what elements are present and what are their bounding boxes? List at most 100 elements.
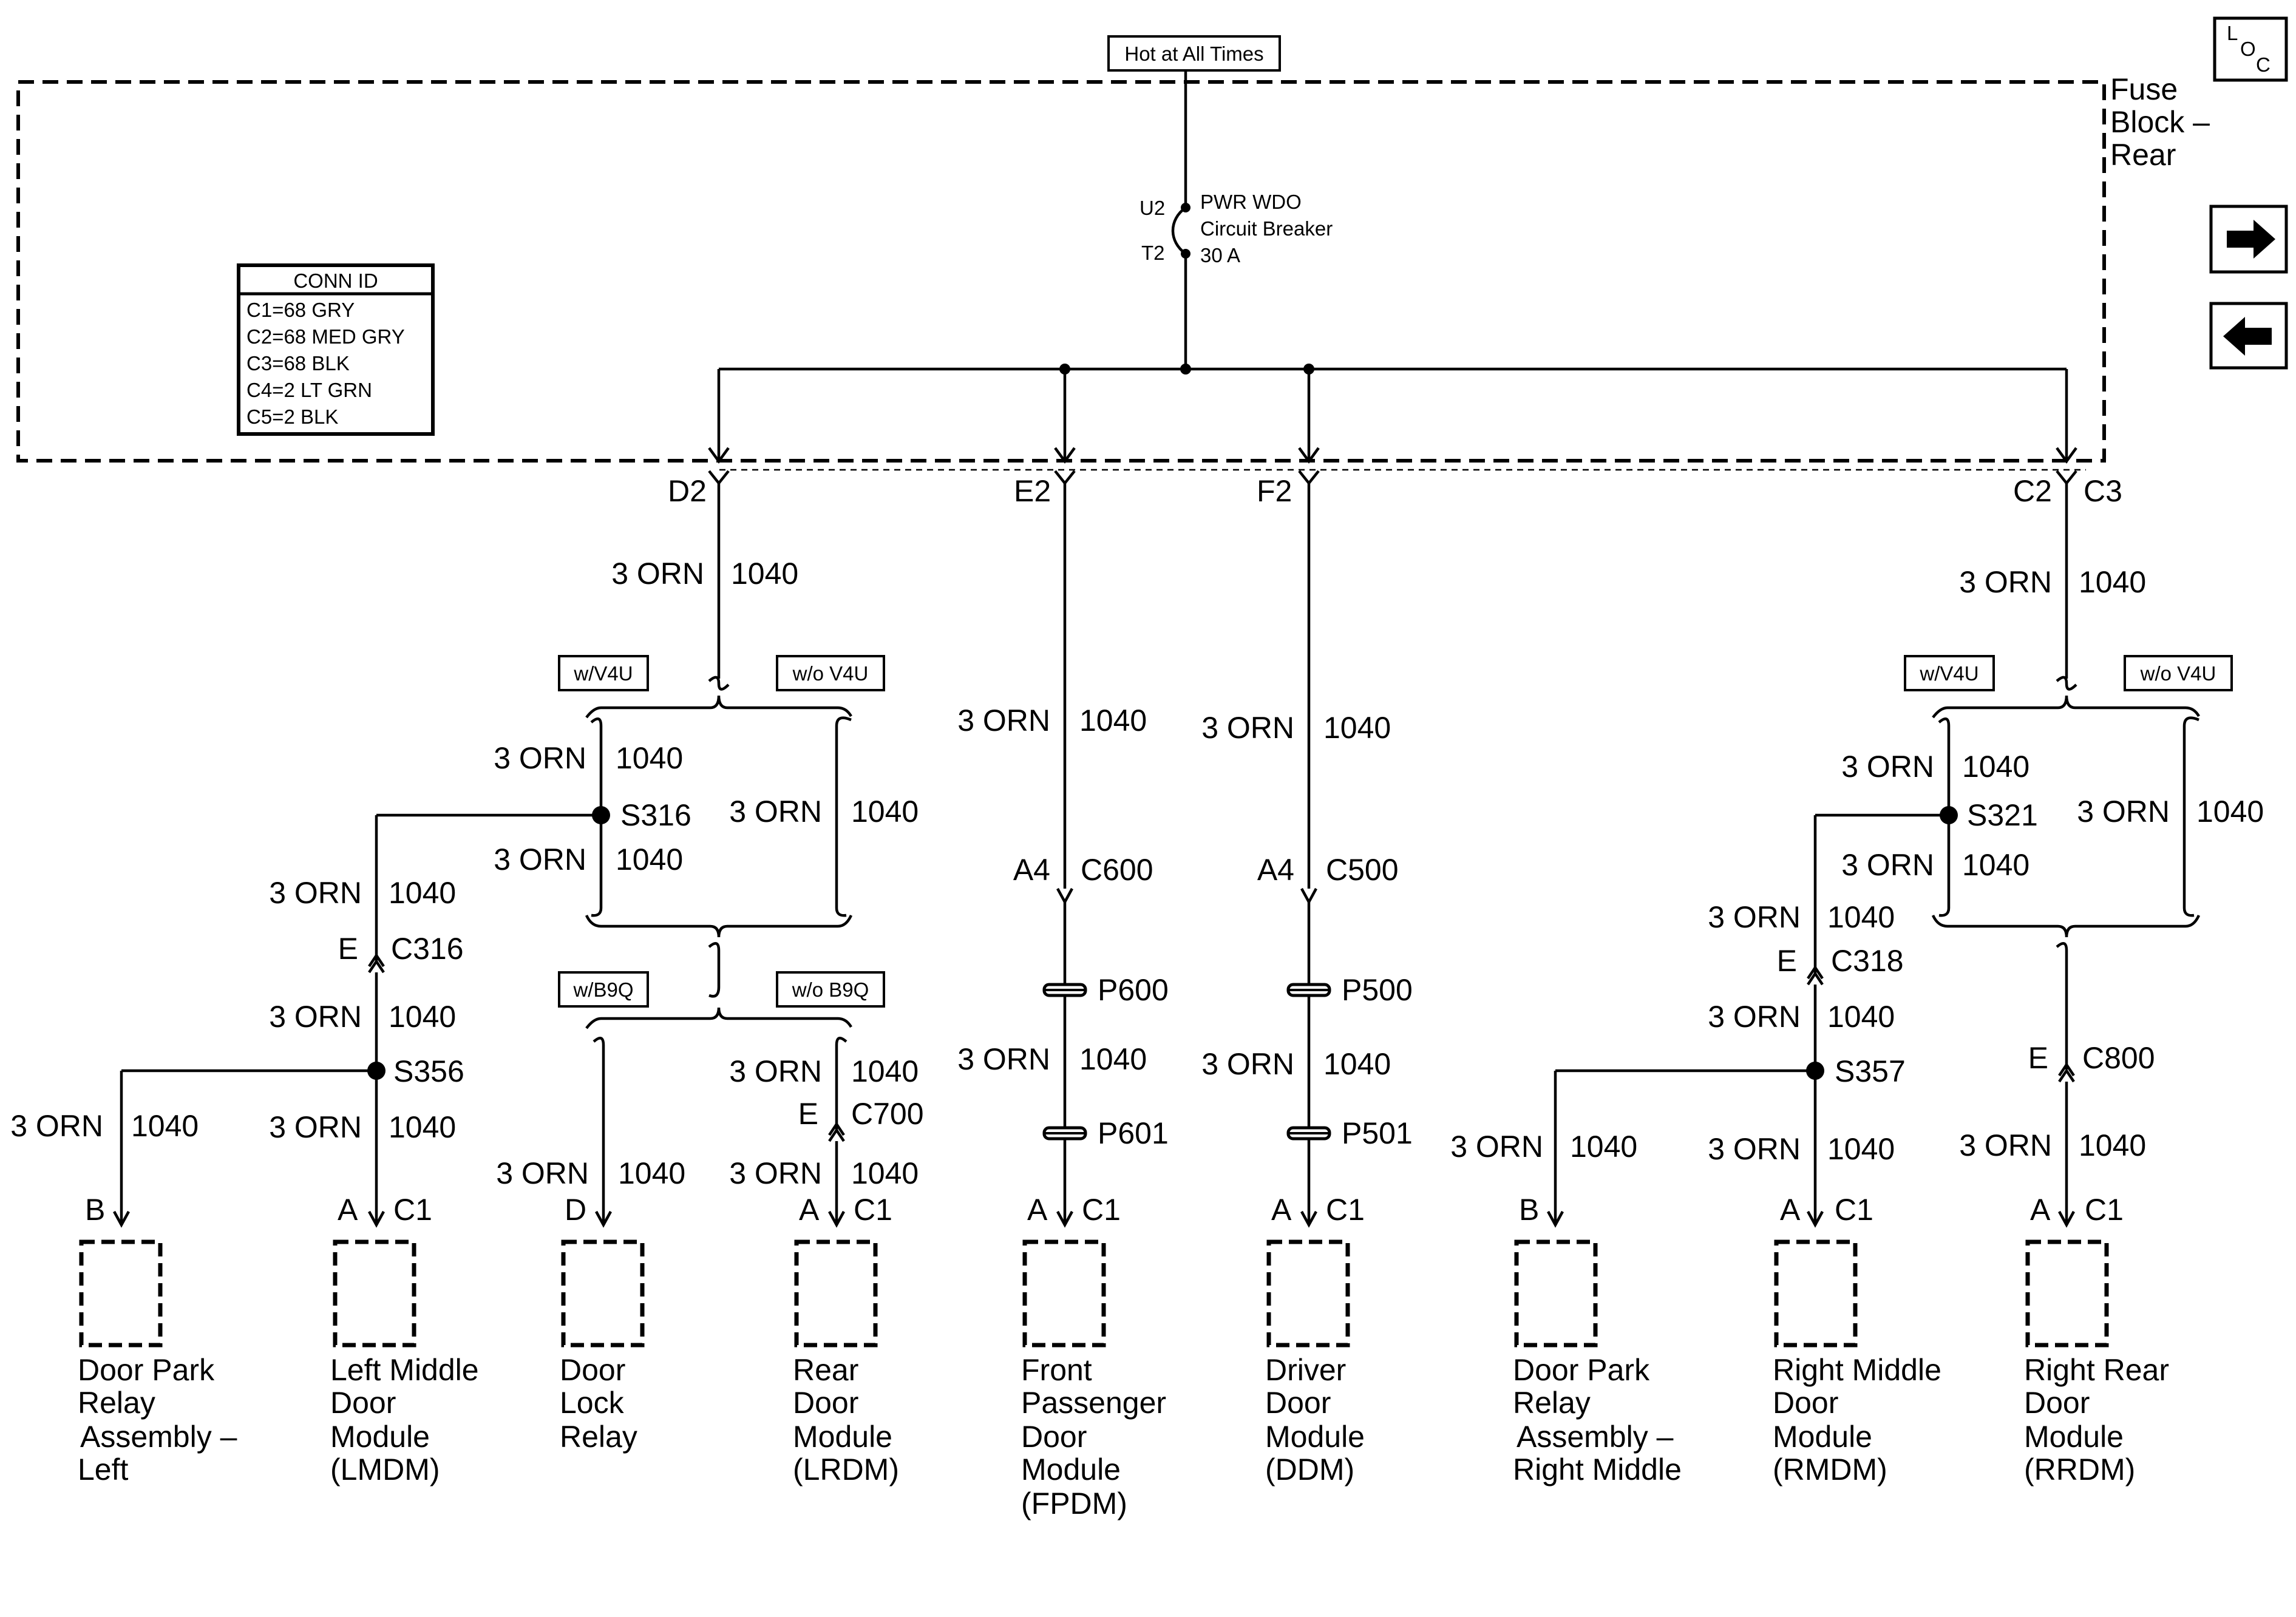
- svg-text:(DDM): (DDM): [1265, 1453, 1354, 1486]
- svg-text:1040: 1040: [2196, 795, 2264, 829]
- svg-text:3 ORN: 3 ORN: [2077, 795, 2170, 829]
- svg-text:Module: Module: [330, 1420, 430, 1454]
- fuse-output-c2: C2: [2013, 474, 2052, 508]
- hot-at-all-times-label: Hot at All Times: [1107, 35, 1281, 72]
- connector-c316-label: C316: [391, 932, 464, 966]
- component-ddm: A C1 Driver Door Module (DDM): [1265, 1193, 1365, 1486]
- svg-text:1040: 1040: [851, 1156, 919, 1190]
- back-button[interactable]: [2209, 302, 2288, 370]
- conn-id-title: CONN ID: [293, 270, 378, 292]
- svg-text:Left Middle: Left Middle: [330, 1353, 479, 1387]
- fuse-output-d2: D2: [668, 474, 707, 508]
- forward-button[interactable]: [2209, 205, 2288, 274]
- left-branch: 3 ORN 1040 w/V4U w/o V4U 3 ORN 1040 S316…: [10, 483, 924, 1228]
- svg-text:3 ORN: 3 ORN: [1201, 1047, 1294, 1081]
- svg-text:3 ORN: 3 ORN: [269, 876, 362, 910]
- svg-text:Right Rear: Right Rear: [2024, 1353, 2169, 1387]
- conn-id-row: C5=2 BLK: [246, 405, 338, 428]
- svg-text:1040: 1040: [131, 1109, 199, 1143]
- component-lrdm: A C1 Rear Door Module (LRDM): [793, 1193, 899, 1486]
- component-pin: A: [2030, 1193, 2051, 1227]
- connector-c600-pin: A4: [1013, 853, 1050, 887]
- svg-text:Module: Module: [2024, 1420, 2124, 1454]
- svg-text:3 ORN: 3 ORN: [494, 842, 586, 876]
- svg-text:Right Middle: Right Middle: [1773, 1353, 1941, 1387]
- component-lmdm: A C1 Left Middle Door Module (LMDM): [330, 1193, 479, 1486]
- svg-text:Left: Left: [78, 1453, 129, 1486]
- option-with-b9q: w/B9Q: [572, 978, 633, 1001]
- component-pin: A: [338, 1193, 358, 1227]
- wire-gauge-label: 3 ORN: [611, 557, 704, 591]
- fuse-output-c3: C3: [2084, 474, 2122, 508]
- svg-text:1040: 1040: [616, 842, 683, 876]
- svg-text:1040: 1040: [389, 876, 456, 910]
- pass-through-p601: P601: [1098, 1116, 1169, 1150]
- svg-text:Door: Door: [793, 1386, 858, 1420]
- loc-icon[interactable]: L O C: [2213, 16, 2288, 82]
- svg-text:Passenger: Passenger: [1021, 1386, 1166, 1420]
- svg-text:(LRDM): (LRDM): [793, 1453, 899, 1486]
- left-arrow-icon: [2223, 317, 2272, 356]
- svg-text:C: C: [2256, 53, 2271, 76]
- svg-text:1040: 1040: [851, 795, 919, 829]
- svg-text:3 ORN: 3 ORN: [269, 1000, 362, 1034]
- svg-text:3 ORN: 3 ORN: [1708, 1132, 1801, 1166]
- conn-id-row: C3=68 BLK: [246, 352, 350, 375]
- fuse-block-label: Fuse Block – Rear: [2110, 72, 2210, 172]
- svg-text:1040: 1040: [1827, 1000, 1895, 1034]
- svg-text:Right Middle: Right Middle: [1513, 1453, 1682, 1486]
- component-pin: B: [85, 1193, 105, 1227]
- conn-id-row: C1=68 GRY: [246, 299, 355, 321]
- splice-s357-label: S357: [1835, 1054, 1906, 1088]
- fuse-block-outline: [16, 80, 2106, 463]
- right-arrow-icon: [2227, 220, 2275, 259]
- svg-text:1040: 1040: [1962, 848, 2029, 882]
- svg-text:O: O: [2240, 38, 2256, 60]
- svg-text:3 ORN: 3 ORN: [1959, 565, 2052, 599]
- connector-c316-pin: E: [338, 932, 358, 966]
- svg-text:(RRDM): (RRDM): [2024, 1453, 2135, 1486]
- svg-text:3 ORN: 3 ORN: [729, 1156, 822, 1190]
- svg-text:1040: 1040: [1962, 750, 2029, 784]
- svg-text:1040: 1040: [389, 1000, 456, 1034]
- svg-text:Door Park: Door Park: [1513, 1353, 1650, 1387]
- conn-id-row: C2=68 MED GRY: [246, 325, 405, 348]
- circuit-breaker: U2 T2 PWR WDO Circuit Breaker 30 A: [1140, 70, 1333, 369]
- component-rrdm: A C1 Right Rear Door Module (RRDM): [2024, 1193, 2169, 1486]
- connector-c500-pin: A4: [1257, 853, 1294, 887]
- svg-text:3 ORN: 3 ORN: [1201, 711, 1294, 745]
- svg-text:3 ORN: 3 ORN: [1708, 1000, 1801, 1034]
- svg-text:Door: Door: [1265, 1386, 1331, 1420]
- conn-id-row: C4=2 LT GRN: [246, 379, 372, 401]
- option-with-v4u: w/V4U: [573, 662, 633, 685]
- component-pin: D: [565, 1193, 586, 1227]
- svg-text:Rear: Rear: [793, 1353, 858, 1387]
- svg-text:1040: 1040: [1827, 900, 1895, 934]
- svg-text:Assembly –: Assembly –: [1517, 1420, 1674, 1454]
- component-connector: C1: [393, 1193, 432, 1227]
- svg-text:Fuse: Fuse: [2110, 72, 2178, 106]
- svg-text:1040: 1040: [2079, 1128, 2146, 1162]
- svg-text:3 ORN: 3 ORN: [1708, 900, 1801, 934]
- connector-c318-label: C318: [1831, 944, 1904, 978]
- svg-text:3 ORN: 3 ORN: [1450, 1130, 1543, 1164]
- svg-text:Block –: Block –: [2110, 105, 2210, 139]
- svg-text:Rear: Rear: [2110, 138, 2176, 172]
- svg-text:3 ORN: 3 ORN: [1959, 1128, 2052, 1162]
- svg-text:3 ORN: 3 ORN: [957, 703, 1050, 737]
- connector-c800-pin: E: [2028, 1041, 2048, 1075]
- svg-text:3 ORN: 3 ORN: [957, 1042, 1050, 1076]
- distribution-bus: [708, 364, 2077, 464]
- svg-text:3 ORN: 3 ORN: [269, 1110, 362, 1144]
- svg-text:Relay: Relay: [78, 1386, 155, 1420]
- option-without-v4u-right: w/o V4U: [2140, 662, 2216, 685]
- svg-text:Door: Door: [1021, 1420, 1087, 1454]
- component-door-park-relay-right-middle: B Door Park Relay Assembly – Right Middl…: [1513, 1193, 1682, 1486]
- svg-text:1040: 1040: [1570, 1130, 1637, 1164]
- component-connector: C1: [2085, 1193, 2124, 1227]
- right-branch: 3 ORN 1040 w/V4U w/o V4U 3 ORN 1040 S321…: [1450, 483, 2264, 1228]
- svg-text:3 ORN: 3 ORN: [496, 1156, 589, 1190]
- breaker-label-line2: Circuit Breaker: [1200, 217, 1333, 240]
- svg-text:Driver: Driver: [1265, 1353, 1346, 1387]
- component-door-lock-relay: D Door Lock Relay: [560, 1193, 645, 1454]
